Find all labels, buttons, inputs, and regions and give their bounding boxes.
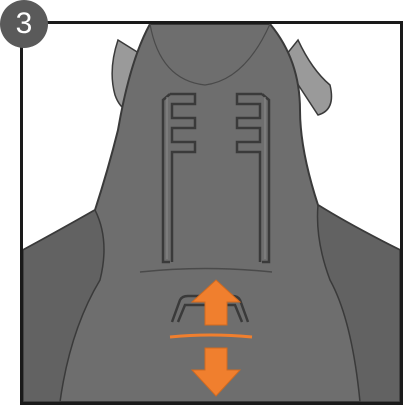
left-shoulder (23, 208, 105, 402)
right-ear (281, 38, 333, 116)
step-number-badge: 3 (0, 0, 48, 48)
arrow-down-icon (190, 347, 242, 397)
waist-line (139, 267, 273, 273)
back-body (23, 24, 400, 402)
slot-line (169, 333, 253, 339)
neck-line (149, 24, 271, 86)
right-shoulder (316, 203, 400, 402)
arrow-up-icon (190, 279, 242, 326)
